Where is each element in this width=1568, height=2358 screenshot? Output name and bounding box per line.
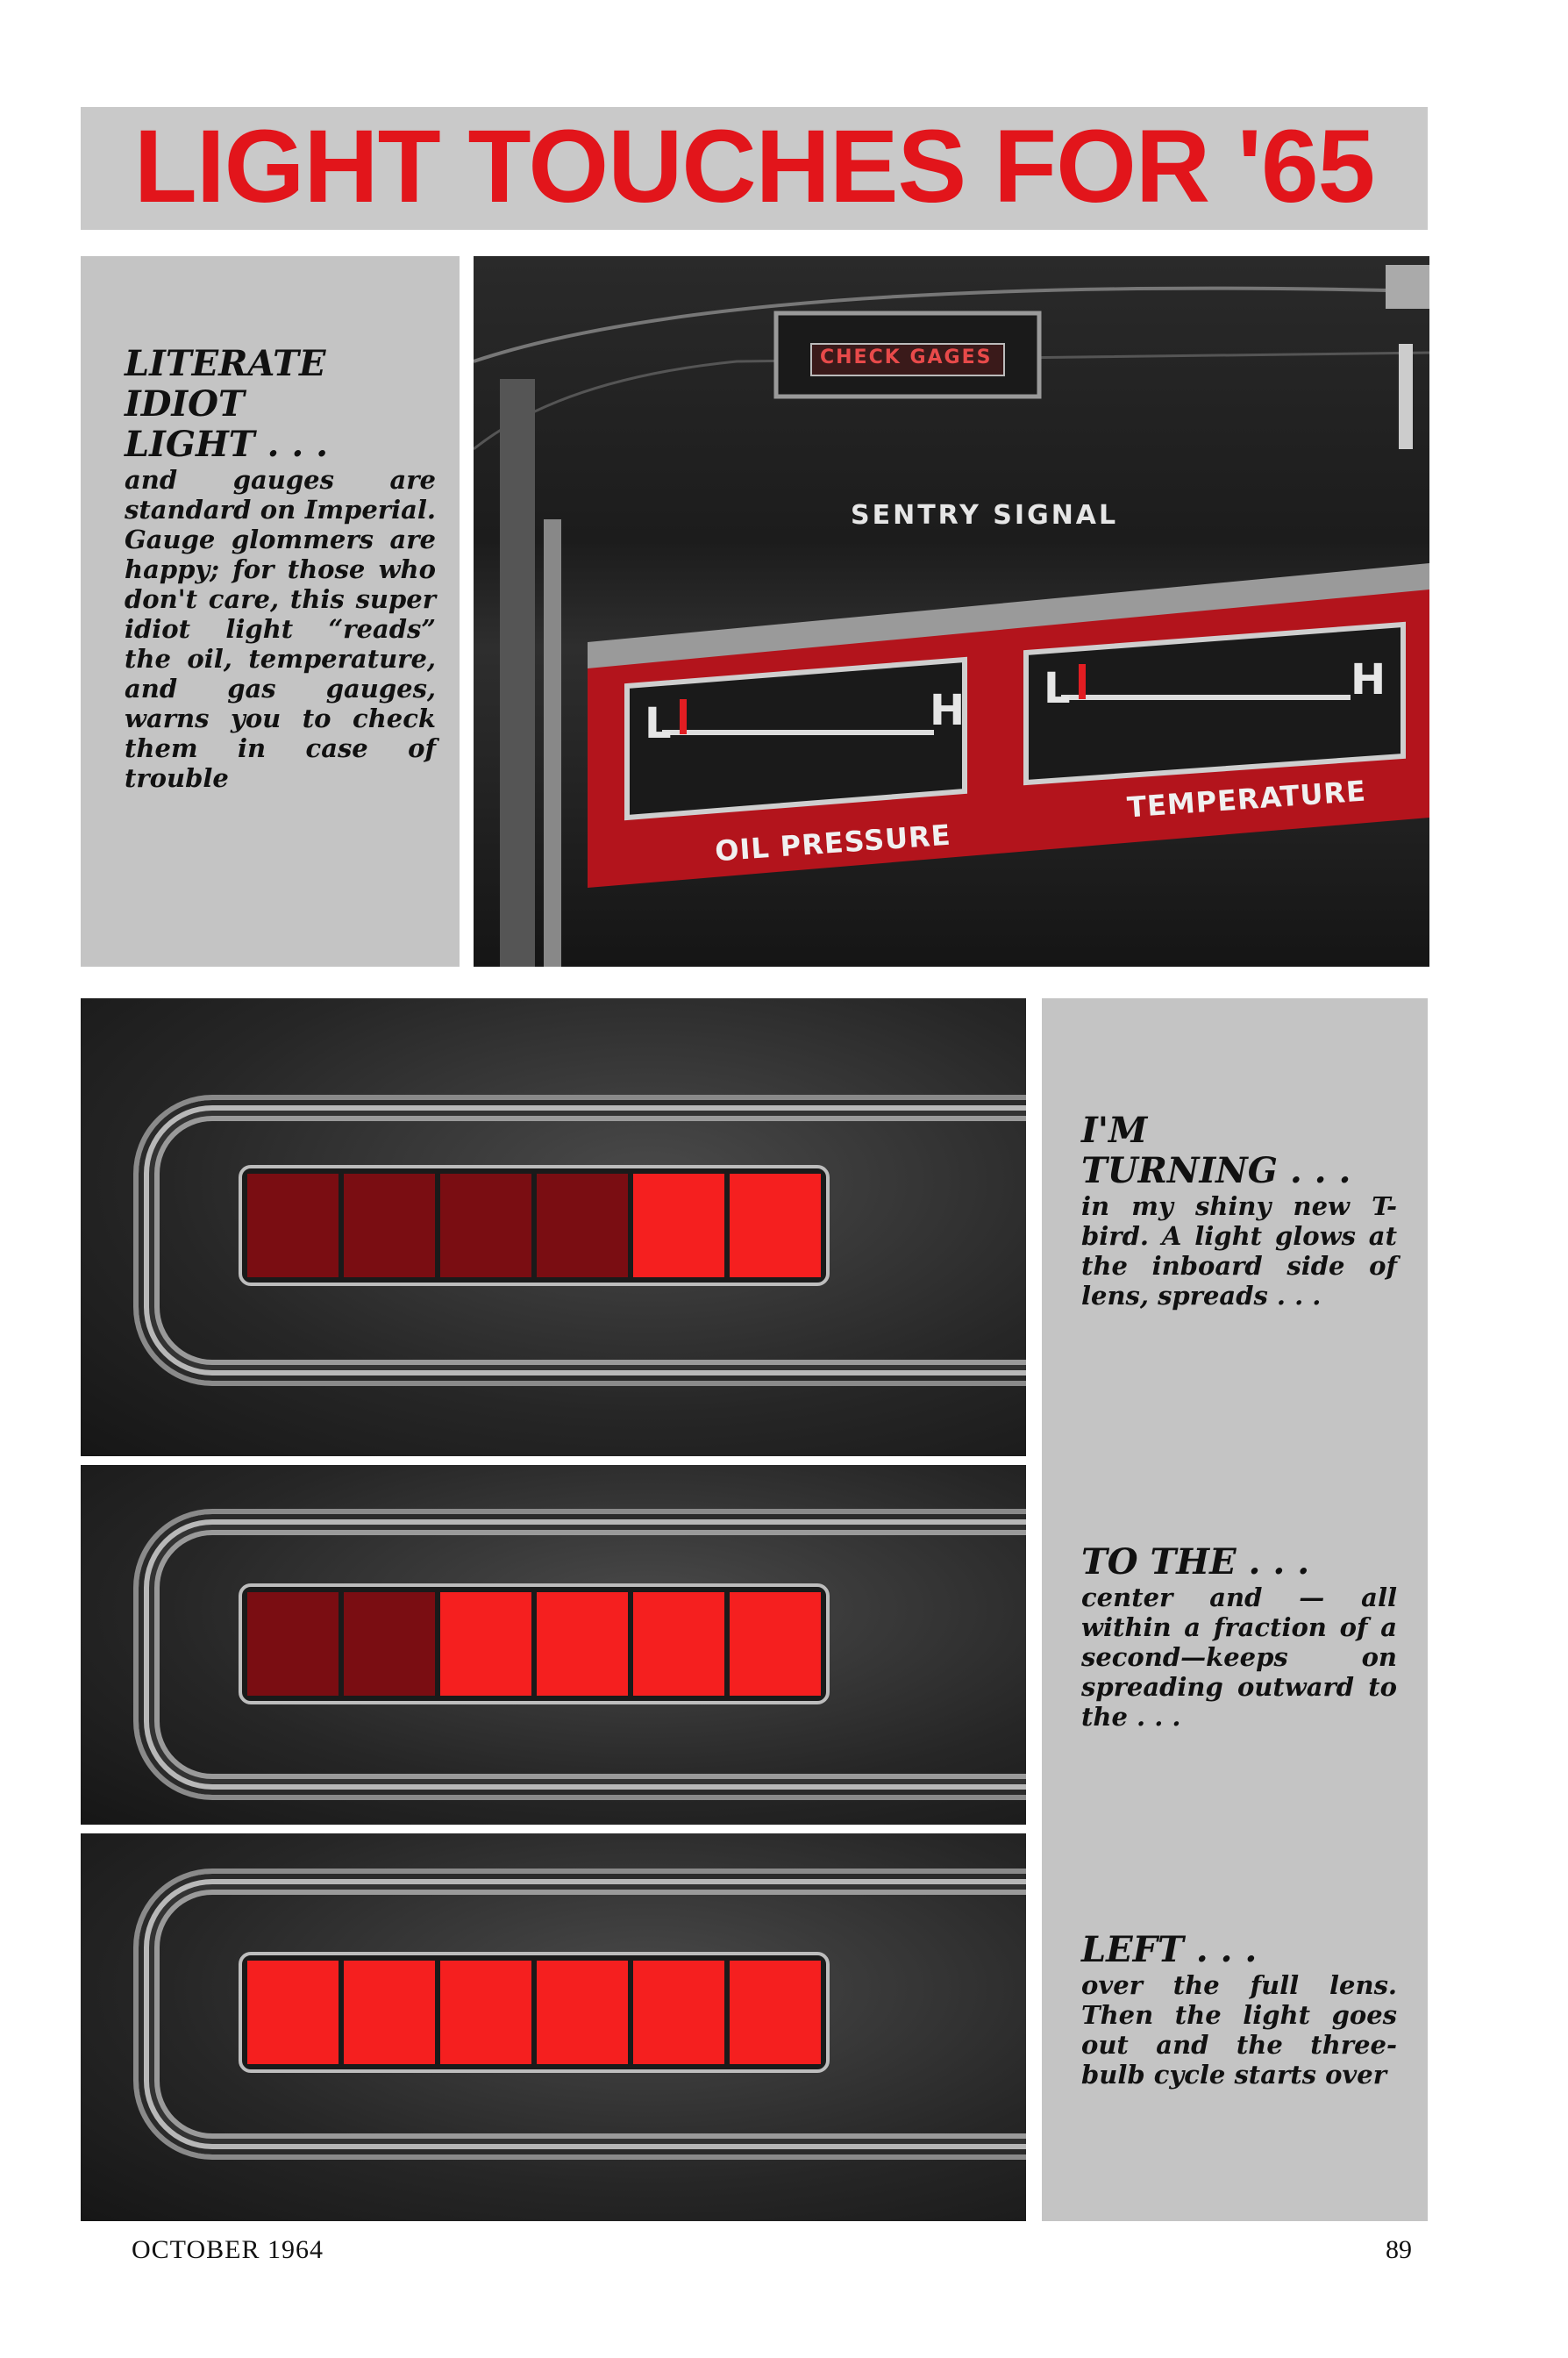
caption-body: and gauges are standard on Imperial. Gau… <box>125 465 436 793</box>
taillight-housing <box>133 1509 1026 1800</box>
dashboard-photo: CHECK GAGES SENTRY SIGNAL L H L H OIL PR… <box>474 256 1429 967</box>
caption-body: center and — all within a fraction of a … <box>1081 1583 1397 1732</box>
page-title: LIGHT TOUCHES FOR '65 <box>133 109 1375 225</box>
lens-cell-dim <box>344 1592 435 1696</box>
caption-head-line: LEFT . . . <box>1081 1929 1258 1970</box>
taillight-photo-1 <box>81 998 1026 1456</box>
caption-body: in my shiny new T-bird. A light glows at… <box>1081 1191 1397 1311</box>
lens-cell-lit <box>440 1961 531 2064</box>
caption-head-line: LIGHT . . . <box>125 424 329 465</box>
caption-head-line: TURNING . . . <box>1081 1150 1351 1191</box>
temp-gauge-low: L <box>1044 664 1071 713</box>
caption-body: over the full lens. Then the light goes … <box>1081 1970 1397 2090</box>
lens-cell-lit <box>344 1961 435 2064</box>
taillight-photo-3 <box>81 1833 1026 2221</box>
check-gages-label: CHECK GAGES <box>820 347 993 368</box>
lens-cell-lit <box>537 1961 628 2064</box>
oil-gauge-high: H <box>930 686 966 735</box>
sentry-signal-label: SENTRY SIGNAL <box>851 500 1119 531</box>
lens-cell-lit <box>730 1174 821 1277</box>
caption-head-line: TO THE . . . <box>1081 1541 1310 1583</box>
caption-head-line: IDIOT <box>125 383 245 425</box>
taillight-housing <box>133 1095 1026 1386</box>
lens-cell-lit <box>633 1592 724 1696</box>
lens-cell-dim <box>440 1174 531 1277</box>
lens-cell-lit <box>730 1961 821 2064</box>
lens-cell-lit <box>633 1961 724 2064</box>
caption-head-line: I'M <box>1081 1110 1148 1151</box>
lens-cell-lit <box>537 1592 628 1696</box>
caption-left: LEFT . . . over the full lens. Then the … <box>1081 1930 1397 2090</box>
lens-cell-lit <box>730 1592 821 1696</box>
caption-panel-right: I'M TURNING . . . in my shiny new T-bird… <box>1042 998 1428 2221</box>
taillight-lens <box>239 1165 830 1286</box>
page-number: 89 <box>1386 2235 1412 2264</box>
lens-cell-dim <box>344 1174 435 1277</box>
lens-cell-dim <box>537 1174 628 1277</box>
lens-cell-lit <box>633 1174 724 1277</box>
taillight-lens <box>239 1583 830 1704</box>
taillight-housing <box>133 1869 1026 2160</box>
lens-cell-lit <box>440 1592 531 1696</box>
caption-tothe: TO THE . . . center and — all within a f… <box>1081 1541 1397 1733</box>
caption-head-line: LITERATE <box>125 343 326 384</box>
lens-cell-dim <box>247 1592 339 1696</box>
taillight-photo-2 <box>81 1465 1026 1825</box>
lens-cell-lit <box>247 1961 339 2064</box>
oil-gauge-low: L <box>645 699 672 748</box>
caption-panel-literate: LITERATE IDIOT LIGHT . . . and gauges ar… <box>81 256 460 967</box>
lens-cell-dim <box>247 1174 339 1277</box>
taillight-lens <box>239 1952 830 2073</box>
dashboard-illustration <box>474 265 1429 967</box>
temp-gauge-high: H <box>1351 655 1386 704</box>
issue-date: OCTOBER 1964 <box>132 2235 324 2264</box>
title-band: LIGHT TOUCHES FOR '65 <box>81 107 1428 230</box>
caption-turning: I'M TURNING . . . in my shiny new T-bird… <box>1081 1111 1397 1311</box>
